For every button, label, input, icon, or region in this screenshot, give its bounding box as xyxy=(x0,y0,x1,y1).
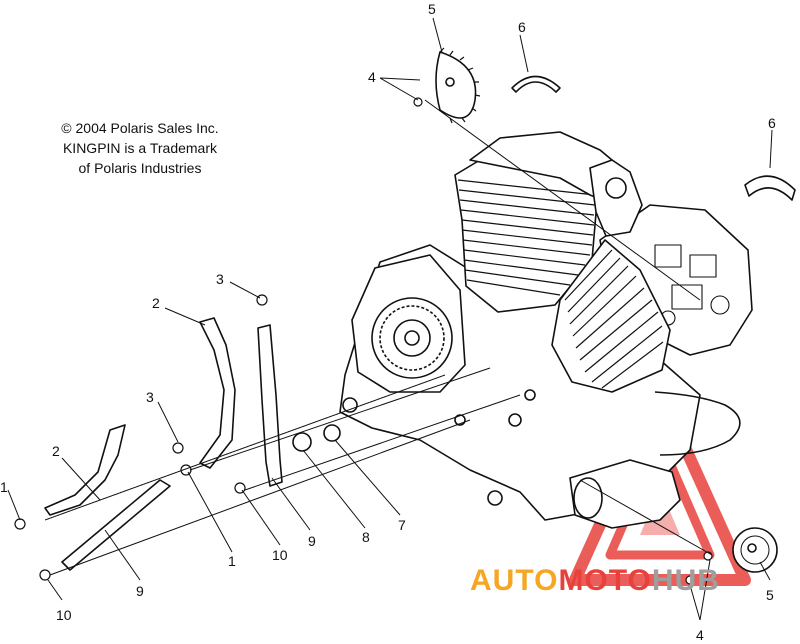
callout-8: 8 xyxy=(362,529,370,545)
callout-1-mid: 1 xyxy=(228,553,236,569)
copyright-line-1: © 2004 Polaris Sales Inc. xyxy=(61,120,219,136)
engine-assembly xyxy=(339,131,753,529)
callout-10-mid: 10 xyxy=(272,547,288,563)
copyright-line-3: of Polaris Industries xyxy=(78,160,202,176)
callout-7: 7 xyxy=(398,517,406,533)
sprocket-top xyxy=(435,47,481,124)
callout-10-low: 10 xyxy=(56,607,72,623)
svg-text:AUTOMOTOHUB: AUTOMOTOHUB xyxy=(470,564,720,597)
watermark-moto: MOTO xyxy=(558,564,651,597)
tensioner-blade-upper xyxy=(199,317,236,469)
callout-9-mid: 9 xyxy=(308,533,316,549)
callout-5-top: 5 xyxy=(428,1,436,17)
callout-1-left: 1 xyxy=(0,479,8,495)
callout-2-lower: 2 xyxy=(52,443,60,459)
callout-6-top: 6 xyxy=(518,19,526,35)
copyright-notice: © 2004 Polaris Sales Inc. KINGPIN is a T… xyxy=(30,118,250,178)
watermark-text: AUTOMOTOHUB xyxy=(470,564,720,597)
callout-5-bottom: 5 xyxy=(766,587,774,603)
sprocket-bottom xyxy=(732,527,778,573)
chain-guide-upper xyxy=(257,324,283,487)
guide-arc-top xyxy=(511,75,561,93)
plug-7 xyxy=(323,424,341,442)
watermark-hub: HUB xyxy=(652,564,720,597)
chain-guide-lower xyxy=(61,479,171,571)
part-gears-and-guides xyxy=(14,47,796,585)
callout-4-top: 4 xyxy=(368,69,376,85)
plug-8 xyxy=(292,432,312,452)
guide-arc-right xyxy=(744,175,796,201)
callout-4-bottom: 4 xyxy=(696,627,704,643)
callout-9-low: 9 xyxy=(136,583,144,599)
callout-labels: 5 6 4 6 3 2 3 2 1 1 10 9 8 7 9 10 5 4 xyxy=(0,1,776,643)
callout-2-upper: 2 xyxy=(152,295,160,311)
tensioner-blade-lower xyxy=(44,424,126,516)
callout-3-lower: 3 xyxy=(146,389,154,405)
leader-lines xyxy=(7,17,773,621)
callout-3-upper: 3 xyxy=(216,271,224,287)
copyright-line-2: KINGPIN is a Trademark xyxy=(62,140,218,156)
callout-6-right: 6 xyxy=(768,115,776,131)
watermark-auto: AUTO xyxy=(470,564,558,597)
